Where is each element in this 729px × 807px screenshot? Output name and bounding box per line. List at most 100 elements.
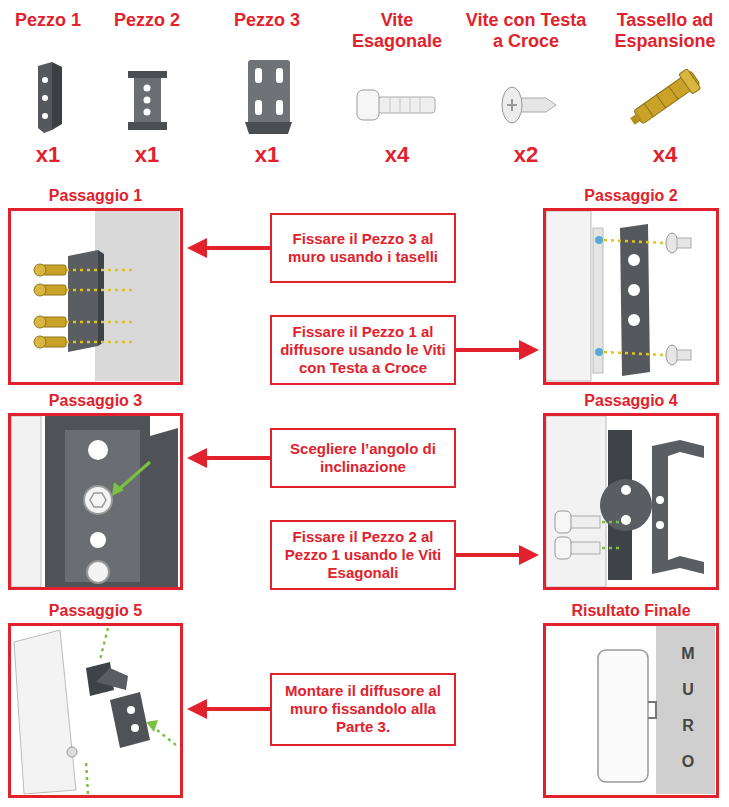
instruction-box: Fissare il Pezzo 2 al Pezzo 1 usando le … xyxy=(270,520,456,590)
part-name: Vite con Testa a Croce xyxy=(466,10,587,52)
wall-and-bracket-step-1-part xyxy=(68,250,98,352)
diffuser-and-bracket-step-2-part xyxy=(595,348,603,356)
part-1-icon-part xyxy=(52,62,62,130)
anchor-icon-part xyxy=(679,69,701,94)
mounting-step-5-part xyxy=(127,706,135,714)
wall-and-bracket-step-1-part xyxy=(34,316,46,328)
diffuser-and-bracket-step-2-part xyxy=(677,350,691,360)
arrow-connector xyxy=(456,553,521,557)
panel-frame xyxy=(543,413,719,590)
final-result-illustration xyxy=(598,626,715,794)
mounting-step-5 xyxy=(14,628,176,794)
part-2-icon-part xyxy=(134,74,161,126)
final-result-illustration-part xyxy=(648,702,656,718)
part-name: Pezzo 1 xyxy=(3,10,93,31)
panel-heading: Passaggio 3 xyxy=(8,392,183,410)
mounting-step-5-part xyxy=(146,720,158,732)
tilt-angle-detail-step-3-part xyxy=(90,493,106,507)
instruction-text: Fissare il Pezzo 3 al muro usando i tase… xyxy=(280,230,446,267)
diffuser-and-bracket-step-2-part xyxy=(628,314,640,326)
instruction-box: Fissare il Pezzo 1 al diffusore usando l… xyxy=(270,315,456,385)
part-2-icon-part xyxy=(144,109,151,116)
bracket-assembly-step-4-part xyxy=(602,522,620,548)
cross-screw-icon-part xyxy=(518,98,556,112)
mounting-step-5-part xyxy=(86,762,88,794)
tilt-angle-detail-step-3-part xyxy=(65,430,140,582)
diffuser-and-bracket-step-2-part xyxy=(620,224,650,376)
part-2-icon-part xyxy=(144,85,151,92)
cross-screw-icon-part xyxy=(507,99,517,111)
step-panel: Passaggio 4 xyxy=(543,392,719,590)
instruction-text: Montare il diffusore al muro fissandolo … xyxy=(280,682,446,737)
panel-frame xyxy=(543,208,719,385)
panel-heading-row: Passaggio 4 xyxy=(543,392,719,413)
mounting-step-5-part xyxy=(67,747,77,757)
panel-heading-row: Passaggio 1 xyxy=(8,187,183,208)
hex-screw-icon-part xyxy=(378,97,435,113)
part-3-icon xyxy=(245,60,292,134)
wall-and-bracket-step-1-part xyxy=(34,264,46,276)
step-panel: Passaggio 1 xyxy=(8,187,183,385)
tilt-angle-detail-step-3-part xyxy=(90,532,106,548)
wall-and-bracket-step-1-part xyxy=(98,250,104,346)
part-name: Tassello ad Espansione xyxy=(610,10,720,52)
mounting-step-5-part xyxy=(131,724,139,732)
bracket-assembly-step-4-part xyxy=(555,537,571,559)
part-3-icon-part xyxy=(248,60,290,124)
connector-part xyxy=(205,248,521,709)
part-quantity: x1 xyxy=(122,142,172,168)
part-3-icon-part xyxy=(245,122,292,134)
part-2-icon xyxy=(128,71,167,130)
arrow-connector xyxy=(205,246,270,250)
anchor-icon-part xyxy=(644,86,678,116)
instruction-box: Fissare il Pezzo 3 al muro usando i tase… xyxy=(270,213,456,283)
wall-and-bracket-step-1-part xyxy=(66,270,135,342)
arrow-connector xyxy=(205,707,270,711)
mounting-step-5-part xyxy=(152,726,176,745)
part-name: Pezzo 3 xyxy=(222,10,312,31)
bracket-assembly-step-4-part xyxy=(600,479,652,531)
part-1-icon xyxy=(38,62,62,133)
part-2-icon-part xyxy=(144,97,151,104)
step-panel: Passaggio 5 xyxy=(8,602,183,798)
bracket-assembly-step-4-part xyxy=(621,485,631,495)
hex-screw-icon-part xyxy=(357,90,379,120)
diffuser-and-bracket-step-2-part xyxy=(628,254,640,266)
tilt-angle-detail-step-3-part xyxy=(112,482,124,496)
anchor-icon-part xyxy=(630,113,642,125)
part-2-icon-part xyxy=(128,71,167,78)
panel-heading: Passaggio 2 xyxy=(543,187,719,205)
panel-heading: Passaggio 4 xyxy=(543,392,719,410)
mounting-step-5-part xyxy=(100,628,108,660)
mounting-step-5-part xyxy=(110,692,150,748)
diffuser-and-bracket-step-2-part xyxy=(546,211,591,381)
part-quantity: x1 xyxy=(242,142,292,168)
diffuser-and-bracket-step-2-part xyxy=(628,284,640,296)
wall-and-bracket-step-1-part xyxy=(34,336,46,348)
step-panel: Passaggio 3 xyxy=(8,392,183,590)
part-quantity: x2 xyxy=(501,142,551,168)
instruction-box: Scegliere l’angolo di inclinazione xyxy=(270,428,456,488)
panel-heading-row: Passaggio 3 xyxy=(8,392,183,413)
bracket-assembly-step-4-part xyxy=(656,521,664,529)
panel-heading-row: Risultato Finale xyxy=(543,602,719,623)
tilt-angle-detail-step-3-part xyxy=(87,561,109,583)
tilt-angle-detail-step-3-part xyxy=(11,416,41,587)
wall-and-bracket-step-1 xyxy=(34,211,179,381)
mounting-step-5-part xyxy=(14,630,76,794)
bracket-assembly-step-4-part xyxy=(570,542,600,554)
panel-frame xyxy=(8,208,183,385)
diffuser-and-bracket-step-2-part xyxy=(595,236,603,244)
instruction-box: Montare il diffusore al muro fissandolo … xyxy=(270,673,456,746)
hex-screw-icon-part xyxy=(390,97,420,113)
part-name: Vite Esagonale xyxy=(342,10,452,52)
bracket-assembly-step-4-part xyxy=(546,416,606,587)
final-result-illustration-part xyxy=(598,650,648,782)
instruction-text: Scegliere l’angolo di inclinazione xyxy=(280,440,446,477)
part-3-icon-part xyxy=(276,100,283,115)
cross-screw-icon-part xyxy=(502,87,522,123)
diffuser-and-bracket-step-2-part xyxy=(666,233,678,253)
instruction-text: Fissare il Pezzo 1 al diffusore usando l… xyxy=(280,323,446,378)
bracket-assembly-step-4-part xyxy=(656,496,664,504)
